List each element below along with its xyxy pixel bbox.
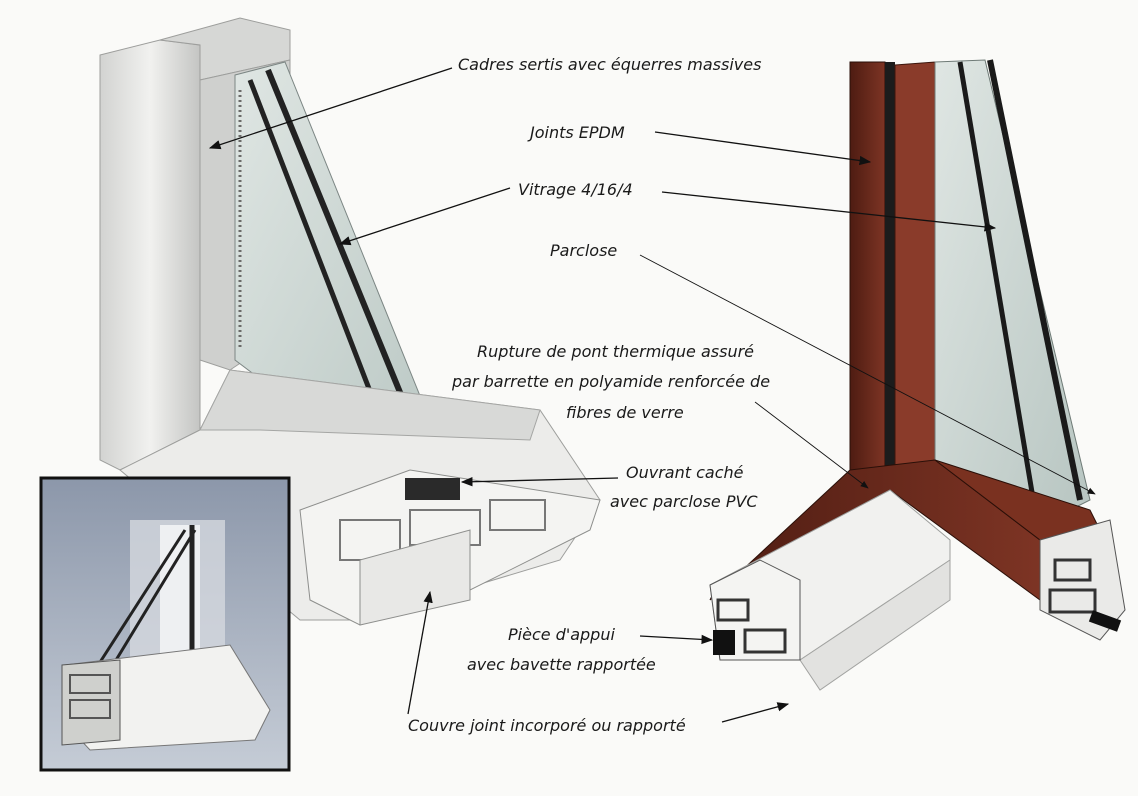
- leader-couvre-left: [407, 590, 433, 715]
- leader-couvre-right: [721, 702, 790, 723]
- leader-joints: [654, 131, 872, 166]
- leader-piece: [639, 634, 714, 645]
- leader-cadres: [208, 67, 453, 150]
- label-rupture-line3: fibres de verre: [566, 403, 684, 422]
- label-rupture-line2: par barrette en polyamide renforcée de: [451, 372, 770, 391]
- label-parclose: Parclose: [550, 241, 617, 260]
- leader-lines: [208, 67, 1096, 723]
- leader-vitrage-left: [338, 187, 511, 246]
- label-piece-line2: avec bavette rapportée: [467, 655, 656, 674]
- label-ouvrant-line1: Ouvrant caché: [626, 463, 744, 482]
- leader-rupture: [754, 401, 869, 489]
- label-vitrage: Vitrage 4/16/4: [518, 180, 633, 199]
- inset-photo: [39, 476, 291, 772]
- label-piece-line1: Pièce d'appui: [508, 625, 615, 644]
- leader-ouvrant: [460, 477, 619, 487]
- label-couvre-joint: Couvre joint incorporé ou rapporté: [408, 716, 686, 735]
- brown-frame-profile: [709, 59, 1126, 691]
- leader-vitrage-right: [661, 191, 997, 232]
- leader-parclose: [639, 254, 1096, 495]
- label-joints-epdm: Joints EPDM: [527, 123, 625, 142]
- callout-labels: Cadres sertis avec équerres massives Joi…: [408, 55, 770, 735]
- label-rupture-line1: Rupture de pont thermique assuré: [477, 342, 754, 361]
- label-ouvrant-line2: avec parclose PVC: [610, 492, 758, 511]
- label-cadres: Cadres sertis avec équerres massives: [458, 55, 761, 74]
